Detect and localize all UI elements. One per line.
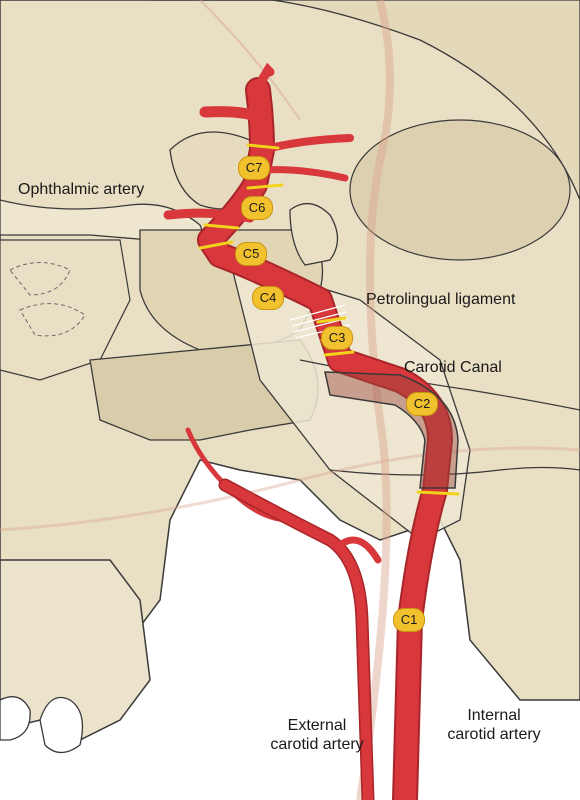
- carotid-canal-label: Carotid Canal: [404, 359, 502, 376]
- internal-carotid-label: Internal carotid artery: [430, 706, 558, 744]
- ophthalmic-artery-label: Ophthalmic artery: [18, 181, 145, 198]
- middle-cerebral-branch: [257, 62, 275, 85]
- skull-base-line: [329, 466, 580, 476]
- tooth: [39, 696, 84, 754]
- external-carotid-label-line1: External: [287, 717, 347, 734]
- segment-c6-marker: C6: [241, 196, 273, 220]
- external-carotid-artery-fill: [220, 480, 373, 800]
- dural-vessel: [199, 0, 301, 121]
- dural-vessel: [0, 446, 580, 532]
- petrolingual-ligament-fibres: [289, 304, 351, 339]
- internal-carotid-artery-fill: [199, 79, 451, 800]
- turbinate: [9, 262, 71, 296]
- clinoid-process: [289, 203, 339, 266]
- dural-vessel: [356, 0, 394, 800]
- segment-c5-marker: C5: [235, 242, 267, 266]
- internal-carotid-label-line2: carotid artery: [447, 726, 541, 743]
- internal-carotid-label-line1: Internal: [467, 707, 521, 724]
- turbinate: [19, 303, 86, 337]
- petrous-bone: [229, 259, 471, 541]
- segment-c4-marker: C4: [252, 286, 284, 310]
- dorsum-sellae-region: [349, 119, 571, 261]
- posterior-communicating-branch: [261, 166, 349, 182]
- external-carotid-branch: [336, 536, 382, 564]
- external-carotid-label-line2: carotid artery: [270, 736, 364, 753]
- tooth: [0, 696, 31, 741]
- petrolingual-ligament-label: Petrolingual ligament: [366, 291, 516, 308]
- segment-c1-marker: C1: [393, 608, 425, 632]
- segment-c7-marker: C7: [238, 156, 270, 180]
- ophthalmic-artery-vessel: [163, 208, 255, 223]
- anterior-cerebral-branch: [199, 106, 268, 126]
- segment-c2-marker: C2: [406, 392, 438, 416]
- external-carotid-label: External carotid artery: [262, 716, 372, 754]
- segment-c3-marker: C3: [321, 326, 353, 350]
